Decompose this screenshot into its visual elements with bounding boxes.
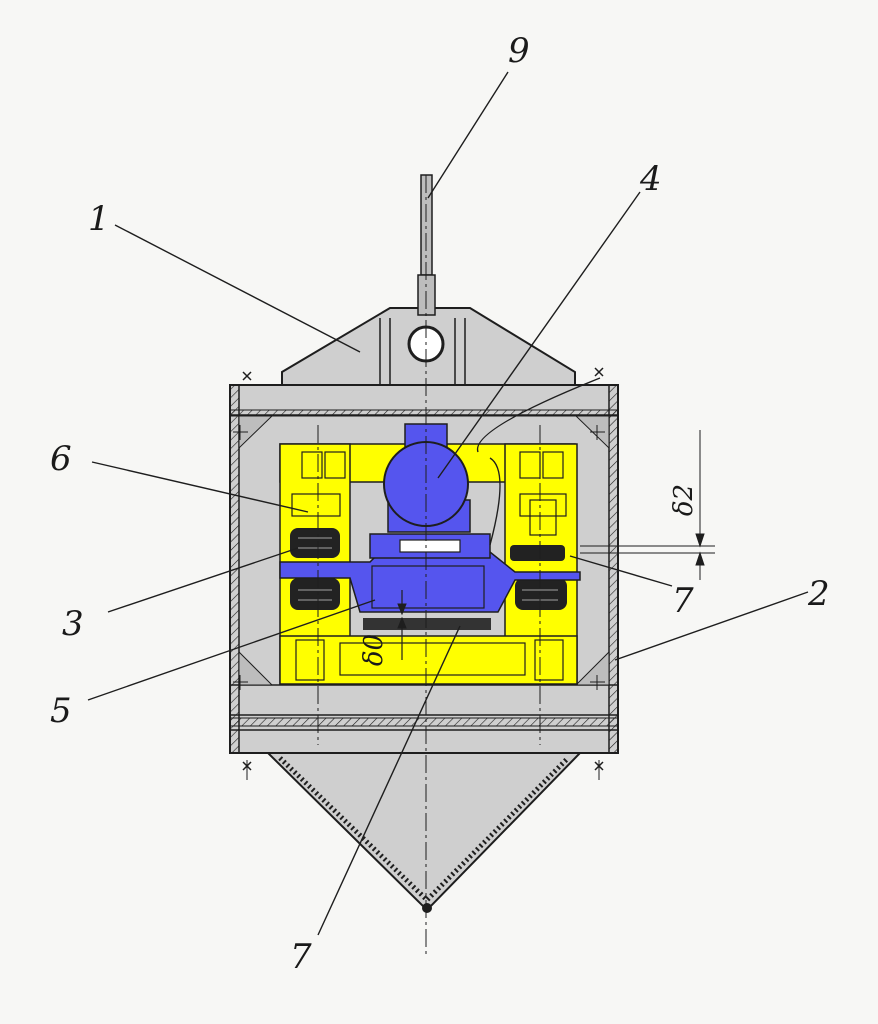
motor-body	[383, 441, 469, 527]
bottom-cone	[265, 752, 583, 912]
pad-bottom	[363, 618, 491, 630]
label-2: 2	[807, 574, 830, 614]
dimension-delta0	[397, 590, 407, 660]
label-3: 3	[62, 604, 84, 644]
label-7-right: 7	[672, 581, 694, 621]
dimension-delta2	[580, 430, 715, 580]
spring-upper-right	[510, 545, 565, 561]
dimension-delta2-label: δ2	[669, 484, 699, 516]
rubber-springs	[290, 528, 567, 630]
label-4: 4	[639, 159, 662, 199]
spring-lower-left	[290, 578, 340, 610]
leader-lines	[87, 71, 809, 936]
label-9: 9	[508, 31, 530, 71]
axis-lines	[233, 175, 605, 955]
label-5: 5	[50, 691, 72, 731]
label-6: 6	[50, 439, 72, 479]
label-1: 1	[88, 199, 110, 239]
spring-lower-right	[515, 578, 567, 610]
vibration-motor	[279, 423, 581, 613]
part-labels: 1 9 4 6 3 5 7 2 7	[50, 31, 830, 977]
dimension-delta0-label: δ0	[359, 634, 389, 666]
spring-upper-left	[290, 528, 340, 558]
label-7-bottom: 7	[290, 937, 312, 977]
